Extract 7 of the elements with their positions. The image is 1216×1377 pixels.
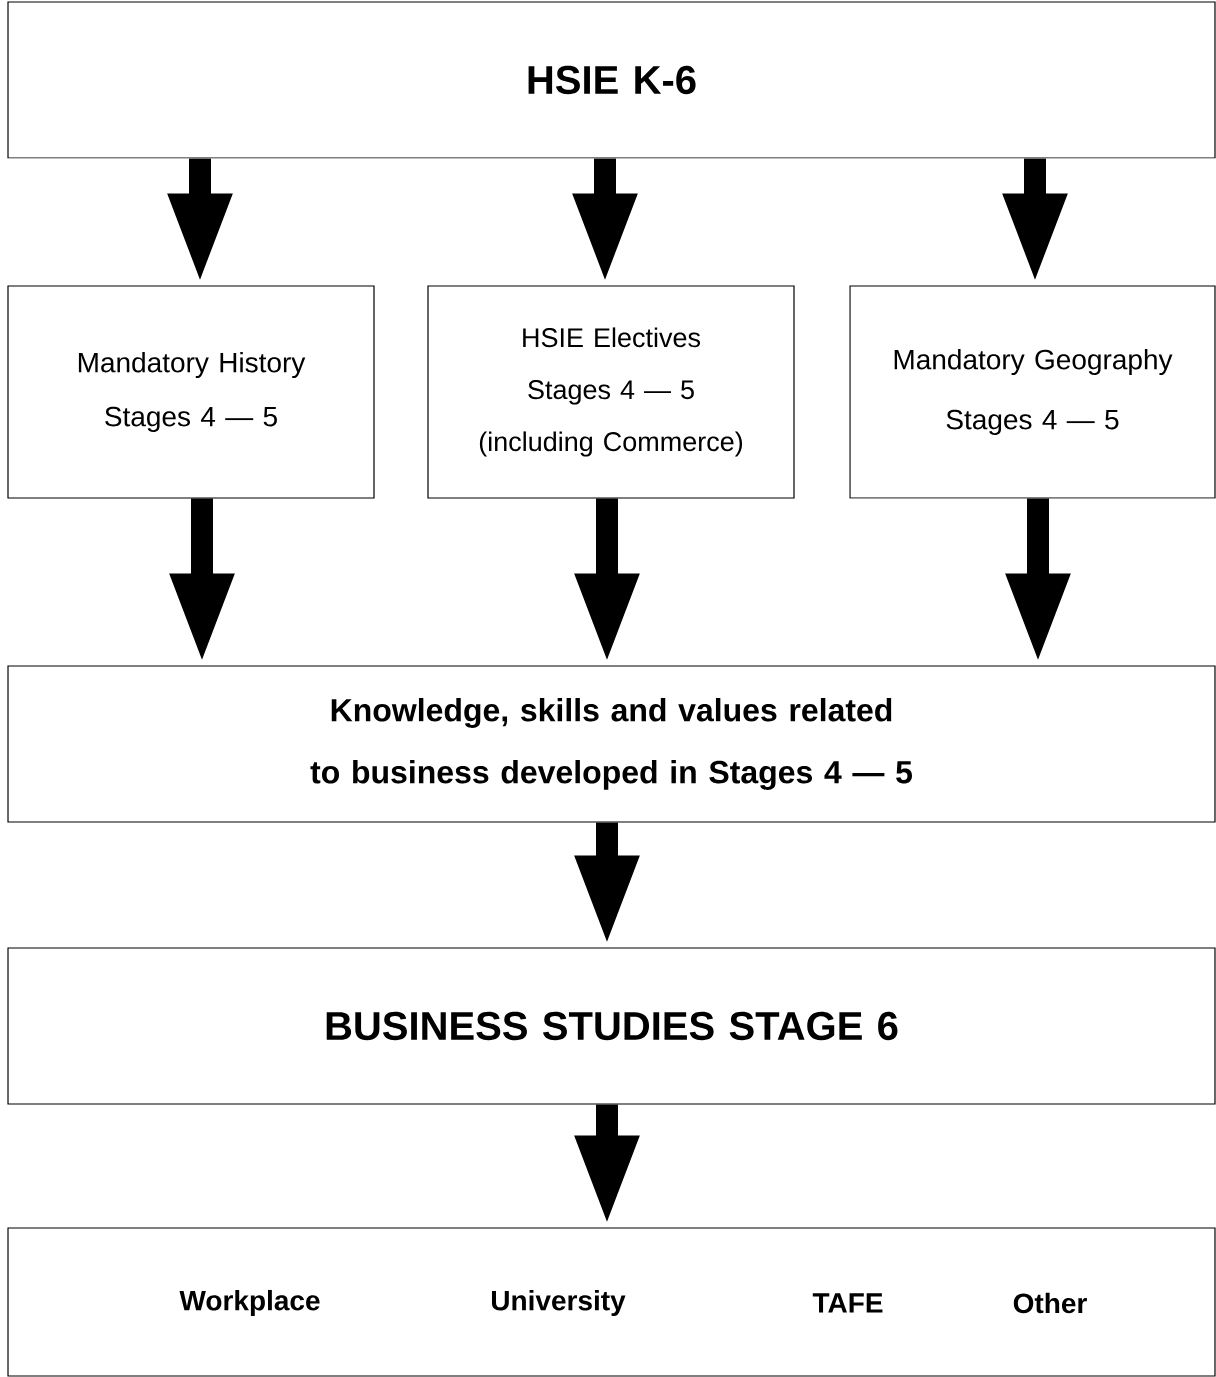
process-box: Mandatory History Stages 4 — 5 xyxy=(7,285,375,499)
process-box: Mandatory Geography Stages 4 — 5 xyxy=(849,285,1216,499)
process-box: HSIE Electives Stages 4 — 5 (including Commerce) xyxy=(427,285,795,499)
destination-box: Workplace University TAFE Other xyxy=(7,1227,1216,1377)
process-box: HSIE K-6 xyxy=(7,1,1216,159)
process-box: BUSINESS STUDIES STAGE 6 xyxy=(7,947,1216,1105)
process-box: Knowledge, skills and values related to business developed in Stages 4 — 5 xyxy=(7,665,1216,823)
